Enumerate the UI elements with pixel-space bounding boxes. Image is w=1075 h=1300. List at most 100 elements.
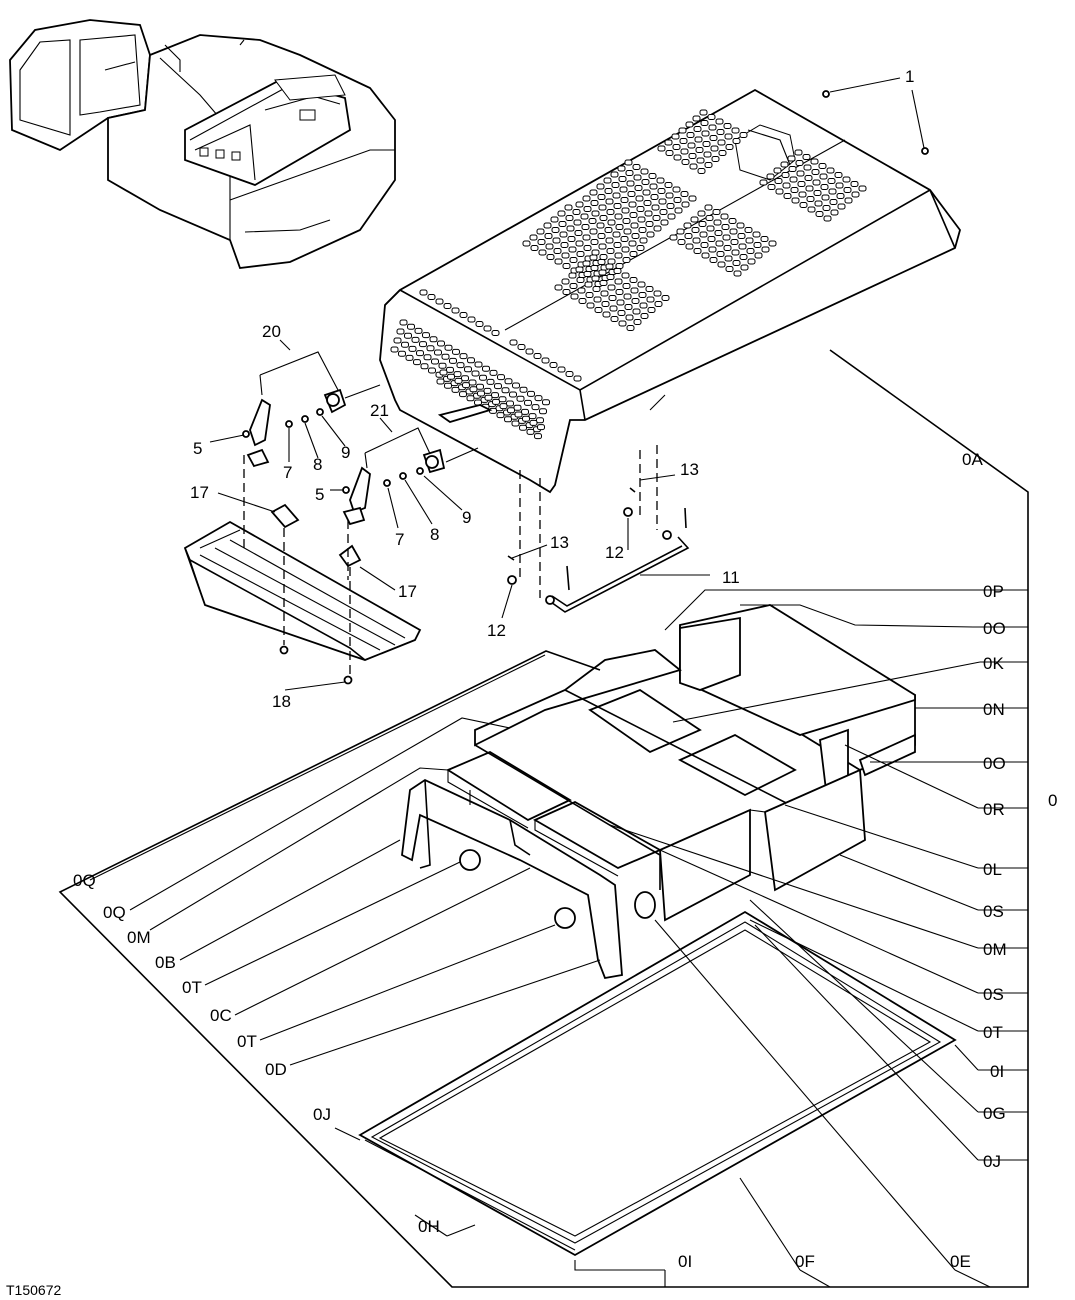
vent-slot bbox=[454, 377, 463, 384]
vent-slot bbox=[678, 127, 687, 134]
vent-slot bbox=[469, 386, 478, 393]
vent-slot bbox=[483, 325, 492, 332]
vent-slot bbox=[607, 258, 616, 265]
vent-slot bbox=[673, 154, 682, 161]
vent-slot bbox=[703, 151, 712, 158]
vent-slot bbox=[477, 390, 485, 397]
vent-slot bbox=[714, 230, 723, 236]
vent-slot bbox=[568, 272, 577, 279]
vent-slot bbox=[482, 365, 490, 372]
callout-1: 1 bbox=[905, 67, 914, 86]
callout-0L: 0L bbox=[983, 860, 1002, 879]
vent-slot bbox=[594, 307, 603, 313]
vent-slot bbox=[408, 345, 417, 352]
vent-slot bbox=[541, 357, 550, 364]
vent-slot bbox=[605, 263, 614, 270]
vent-slot bbox=[629, 212, 638, 218]
vent-slot bbox=[759, 179, 768, 186]
vent-slot bbox=[608, 295, 617, 301]
vent-slot bbox=[404, 332, 412, 339]
vent-slot bbox=[452, 348, 460, 355]
vent-slot bbox=[509, 391, 517, 398]
vent-slot bbox=[562, 263, 571, 269]
vent-slot bbox=[626, 325, 635, 331]
vent-slot bbox=[444, 344, 453, 351]
vent-slot bbox=[680, 148, 689, 155]
vent-slot bbox=[836, 193, 845, 199]
vent-slot bbox=[426, 345, 435, 352]
vent-slot bbox=[486, 378, 495, 385]
vent-slot bbox=[637, 216, 646, 223]
vent-slot bbox=[780, 161, 789, 168]
vent-slots bbox=[390, 109, 867, 440]
vent-slot bbox=[606, 209, 615, 215]
callout-5b: 5 bbox=[315, 485, 324, 504]
vent-slot bbox=[596, 183, 605, 190]
vent-slot bbox=[813, 190, 822, 196]
vent-slot bbox=[605, 237, 614, 244]
callout-17a: 17 bbox=[190, 483, 209, 502]
vent-slot bbox=[797, 181, 806, 187]
vent-slot bbox=[521, 408, 529, 415]
vent-slot bbox=[582, 260, 591, 267]
vent-slot bbox=[728, 218, 737, 224]
vent-slot bbox=[630, 222, 639, 229]
vent-slot bbox=[536, 228, 545, 235]
callout-12b: 12 bbox=[487, 621, 506, 640]
vent-slot bbox=[636, 206, 645, 212]
vent-slot bbox=[645, 286, 654, 292]
vent-slot bbox=[635, 195, 644, 202]
vent-slot bbox=[633, 174, 642, 181]
callout-8a: 8 bbox=[313, 455, 322, 474]
vent-slot bbox=[645, 221, 654, 227]
vent-slot bbox=[526, 428, 535, 435]
vent-slot bbox=[511, 420, 520, 427]
vent-slot bbox=[647, 307, 656, 313]
vent-slot bbox=[692, 115, 701, 122]
vent-slot bbox=[498, 396, 507, 403]
vent-slot bbox=[565, 371, 574, 377]
vent-slot bbox=[822, 205, 831, 211]
vent-slot bbox=[512, 382, 520, 389]
vent-slot bbox=[589, 228, 598, 235]
vent-slot bbox=[698, 221, 707, 227]
vent-slot bbox=[476, 383, 484, 390]
callout-0M-2: 0M bbox=[127, 928, 151, 947]
vent-slot bbox=[766, 173, 775, 180]
vent-slot bbox=[676, 228, 685, 235]
vent-slot bbox=[591, 210, 600, 217]
vent-slot bbox=[744, 227, 753, 233]
vent-slot bbox=[665, 150, 674, 156]
vent-slot bbox=[844, 197, 853, 204]
vent-slot bbox=[575, 240, 584, 247]
vent-slot bbox=[553, 248, 562, 254]
vent-slot bbox=[612, 231, 621, 238]
vent-slot bbox=[842, 176, 851, 183]
vent-slot bbox=[799, 202, 808, 208]
callout-11: 11 bbox=[722, 568, 740, 587]
leader-lines bbox=[58, 77, 1029, 1288]
vent-slot bbox=[688, 195, 697, 202]
vent-slot bbox=[479, 374, 487, 381]
vent-slot bbox=[596, 222, 605, 229]
vent-slot bbox=[697, 210, 706, 217]
vent-slot bbox=[542, 399, 550, 406]
vent-slot bbox=[601, 301, 610, 307]
vent-slot bbox=[390, 346, 399, 353]
vent-slot bbox=[564, 204, 573, 211]
callout-labels: 1 20 21 5 7 8 9 17 5 7 8 9 17 18 13 12 1… bbox=[6, 67, 1057, 1298]
vent-slot bbox=[557, 366, 566, 373]
vent-slot bbox=[732, 138, 741, 144]
vent-slot bbox=[522, 240, 531, 247]
vent-slot bbox=[710, 145, 719, 152]
vent-slot bbox=[522, 415, 530, 422]
vent-slot bbox=[631, 233, 640, 239]
vent-slot bbox=[798, 191, 807, 198]
vent-slot bbox=[674, 207, 683, 214]
vent-slot bbox=[725, 144, 734, 150]
vent-slot bbox=[583, 206, 592, 212]
vent-slot bbox=[585, 292, 594, 298]
callout-7b: 7 bbox=[395, 530, 404, 549]
vent-slot bbox=[815, 211, 824, 217]
vent-slot bbox=[760, 236, 769, 242]
